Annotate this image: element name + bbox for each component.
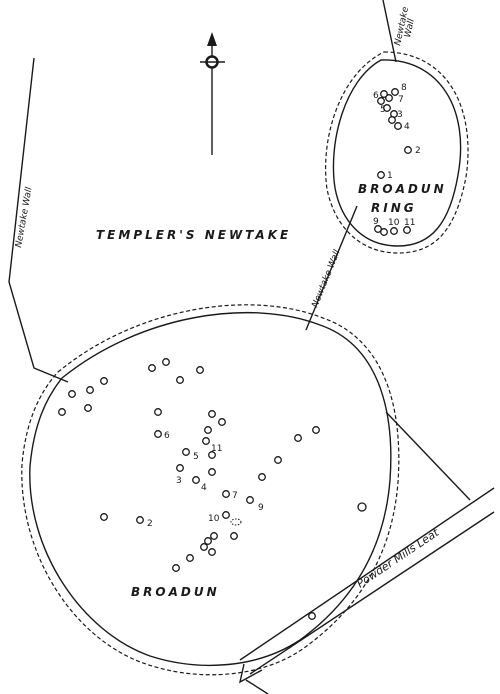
newtake-wall-middle-label: Newtake Wall (311, 248, 343, 309)
ring-hut-number-5: 5 (380, 105, 386, 115)
powder-mills-leat (238, 487, 495, 694)
broadun-label: BROADUN (131, 585, 220, 599)
hut-number-4: 4 (201, 483, 207, 493)
hut-number-9: 9 (258, 503, 264, 513)
hut-number-11: 11 (211, 444, 222, 454)
broadun-ring-enclosure (325, 51, 469, 254)
templers-newtake-label: TEMPLER'S NEWTAKE (96, 228, 291, 242)
hut-number-3: 3 (176, 476, 182, 486)
newtake-wall-top-label-line2: Wall (403, 18, 417, 39)
ring-hut-number-1: 1 (387, 171, 393, 181)
north-arrow-icon (200, 32, 225, 155)
hut-number-6: 6 (164, 431, 170, 441)
hut-number-7: 7 (232, 491, 238, 501)
ring-hut-number-9: 9 (373, 217, 379, 227)
broadun-enclosure (21, 304, 400, 676)
broadun-ring-label-line1: BROADUN (358, 182, 447, 196)
hut-number-2: 2 (147, 519, 153, 529)
broadun-huts (58, 358, 367, 620)
newtake-wall-left-label: Newtake Wall (14, 186, 35, 249)
broadun-ring-label-line2: RING (371, 201, 417, 215)
broadun-ring-huts (374, 88, 412, 236)
newtake-wall-southeast (385, 411, 471, 501)
ring-hut-number-11: 11 (404, 218, 415, 228)
broadun-ring-hut-numbers: 1 2 3 4 5 6 7 8 9 10 11 (373, 83, 421, 228)
ring-hut-number-8: 8 (401, 83, 407, 93)
broadun-hut-numbers: 2 3 4 5 6 7 9 10 11 (147, 431, 264, 529)
ring-hut-number-2: 2 (415, 146, 421, 156)
ring-hut-number-3: 3 (397, 110, 403, 120)
hut-number-5: 5 (193, 452, 199, 462)
ring-hut-number-10: 10 (388, 218, 400, 228)
ring-hut-number-7: 7 (398, 95, 404, 105)
ring-hut-number-4: 4 (404, 122, 410, 132)
hut-number-10: 10 (208, 514, 220, 524)
newtake-wall-top (382, 0, 397, 63)
newtake-wall-middle (305, 205, 358, 331)
ring-hut-number-6: 6 (373, 91, 379, 101)
powder-mills-leat-label: Powder Mills Leat (354, 526, 441, 591)
newtake-wall-left (8, 57, 69, 383)
